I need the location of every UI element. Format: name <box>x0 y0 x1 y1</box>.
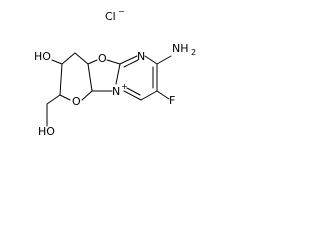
bond-c2-oh <box>51 59 63 65</box>
bond-c4p-nh2 <box>156 55 172 65</box>
nitrogen-positive-charge: + <box>121 82 128 91</box>
bond-npyr-c4p <box>144 55 158 65</box>
fluorine-label: F <box>169 94 175 107</box>
bond-lines <box>46 52 172 127</box>
bond-c5p-f <box>156 90 170 100</box>
bond-c2p-npyr-double <box>123 59 139 68</box>
bond-c6p-nplus <box>123 90 142 101</box>
bond-o-thf-c5 <box>81 90 93 101</box>
bond-c5p-c6p <box>140 90 158 101</box>
bond-c2p-npyr <box>119 55 138 65</box>
amino-subscript: 2 <box>191 48 196 57</box>
bond-o-ox-c2p <box>106 59 121 65</box>
hydroxyl-label: HO <box>34 50 51 63</box>
bond-nplus-c2p <box>115 63 121 85</box>
bond-c6p-nplus-double <box>126 87 141 96</box>
cationic-nitrogen-label: N <box>112 85 120 98</box>
chloride-ion: Cl − <box>105 7 125 23</box>
bond-c2-c1 <box>59 63 63 96</box>
atom-labels: HO O N NH 2 N + O F HO <box>34 42 196 138</box>
bond-c3-c4 <box>74 52 89 65</box>
bond-c4-o-ox <box>87 59 98 65</box>
molecule-structure: Cl − HO O N NH 2 <box>34 7 196 138</box>
chloride-charge: − <box>118 7 125 16</box>
furanose-oxygen-label: O <box>72 95 81 108</box>
bond-c3-c2 <box>61 52 76 65</box>
oxazoline-oxygen-label: O <box>98 52 107 65</box>
hydroxymethyl-label: HO <box>38 125 55 138</box>
amino-label: NH <box>172 42 189 55</box>
chlorine-label: Cl <box>105 10 116 23</box>
pyrimidine-nitrogen-label: N <box>137 50 145 63</box>
bond-c1-o-thf <box>59 94 71 101</box>
bond-c4-c5 <box>87 63 93 92</box>
bond-c1-ch2 <box>46 94 61 105</box>
